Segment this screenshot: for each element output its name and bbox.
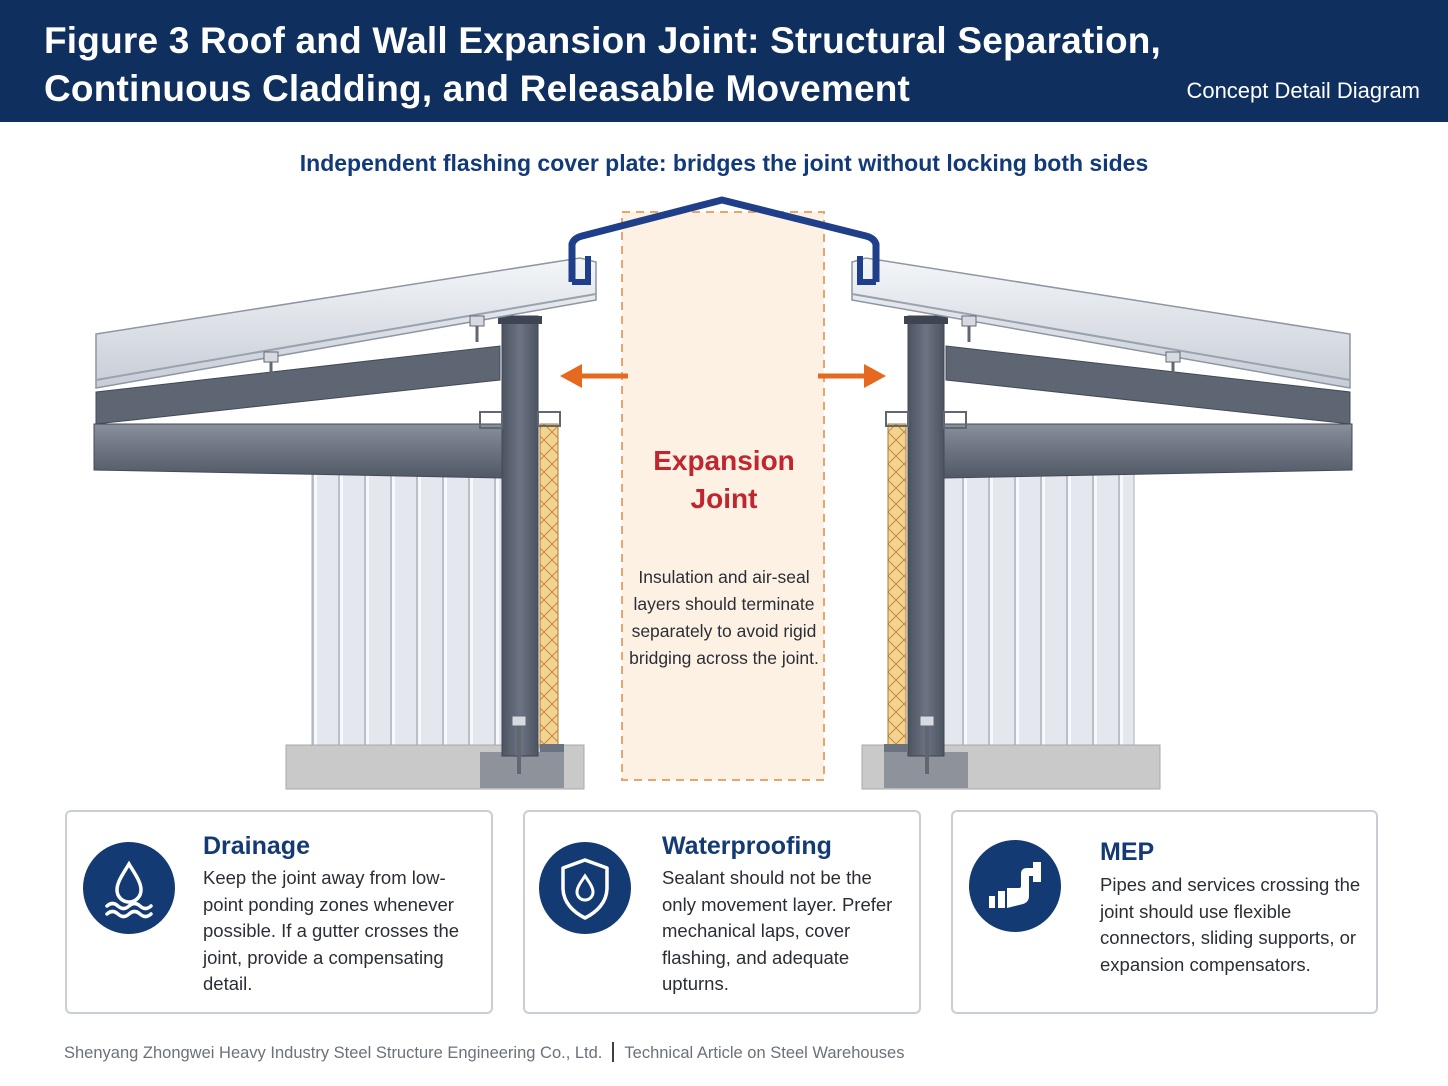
left-base-plate — [480, 752, 564, 788]
expansion-joint-label: Expansion Joint — [624, 442, 824, 518]
right-building — [851, 257, 1353, 790]
figure-subtitle: Concept Detail Diagram — [1186, 78, 1420, 103]
expansion-joint-diagram — [93, 196, 1353, 790]
left-rafter — [95, 345, 501, 425]
right-insulation — [887, 423, 907, 749]
expansion-joint-label-line2: Joint — [690, 483, 758, 514]
figure-title-line1: Figure 3 Roof and Wall Expansion Joint: … — [44, 20, 1162, 61]
pipe-icon — [969, 840, 1061, 932]
expansion-joint-zone — [621, 211, 825, 781]
left-wall-cladding — [311, 473, 505, 747]
left-column — [501, 315, 539, 757]
footer-credit: Shenyang Zhongwei Heavy Industry Steel S… — [64, 1042, 904, 1063]
expansion-joint-label-line1: Expansion — [653, 445, 795, 476]
waterproofing-title: Waterproofing — [662, 832, 832, 860]
right-eave-beam — [943, 423, 1353, 479]
water-drop-waves-icon — [83, 842, 175, 934]
right-column — [907, 315, 945, 757]
flashing-caption: Independent flashing cover plate: bridge… — [299, 150, 1149, 176]
drainage-title: Drainage — [203, 832, 310, 860]
right-roof-panel — [851, 257, 1351, 389]
footer-article: Technical Article on Steel Warehouses — [624, 1044, 905, 1062]
figure-title-line2: Continuous Cladding, and Releasable Move… — [44, 68, 911, 109]
left-insulation — [539, 423, 559, 749]
drainage-text: Keep the joint away from low-point pondi… — [203, 867, 460, 994]
right-rafter — [945, 345, 1351, 425]
mep-title: MEP — [1100, 838, 1155, 866]
flashing-cover-plate — [568, 196, 880, 282]
right-wall-cladding — [943, 473, 1135, 747]
mep-text: Pipes and services crossing the joint sh… — [1100, 874, 1361, 975]
shield-drop-icon — [539, 842, 631, 934]
mep-card: MEP Pipes and services crossing the join… — [951, 810, 1378, 1014]
footer-company: Shenyang Zhongwei Heavy Industry Steel S… — [64, 1044, 603, 1062]
footer-separator — [612, 1042, 615, 1062]
left-building — [93, 257, 597, 790]
insulation-note: Insulation and air-seal layers should te… — [629, 567, 819, 668]
figure-header: Figure 3 Roof and Wall Expansion Joint: … — [0, 0, 1448, 122]
right-movement-arrow — [818, 364, 886, 388]
waterproofing-card: Waterproofing Sealant should not be the … — [523, 810, 921, 1014]
left-eave-beam — [93, 423, 503, 479]
left-movement-arrow — [560, 364, 628, 388]
waterproofing-text: Sealant should not be the only movement … — [662, 867, 893, 994]
drainage-card: Drainage Keep the joint away from low-po… — [65, 810, 493, 1014]
